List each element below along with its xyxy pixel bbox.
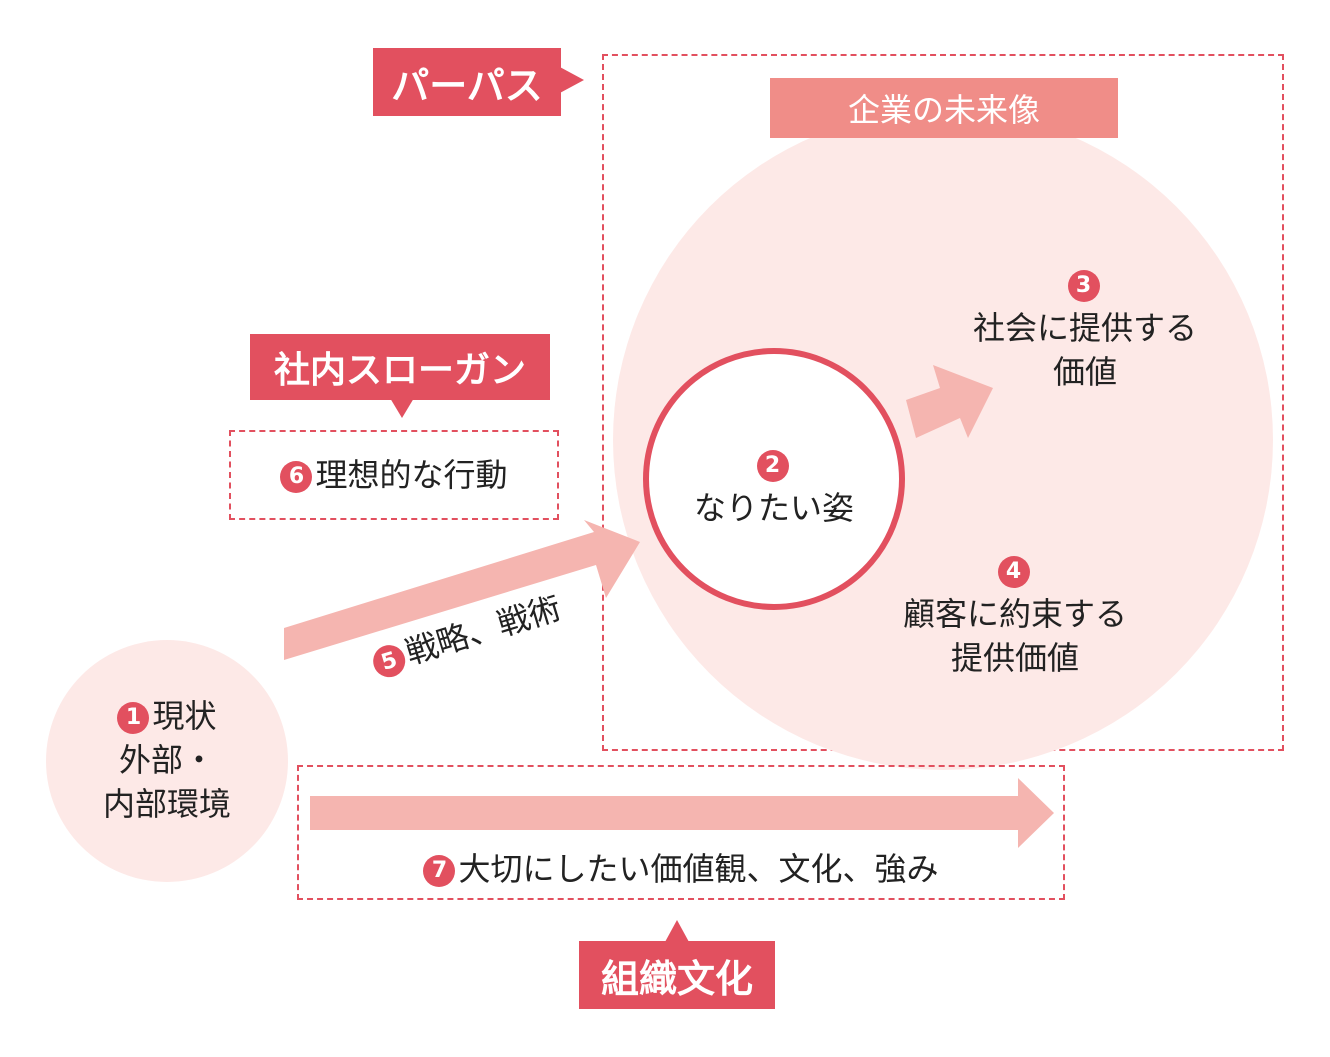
culture-arrow [310,778,1054,848]
customer-value-line1: 顧客に約束する [902,595,1127,633]
customer-value-line2: 提供価値 [950,639,1079,677]
current-line1: 現状 [152,697,217,735]
social-value-line1: 社会に提供する [972,309,1197,347]
future-image-label: 企業の未来像 [847,91,1040,129]
num-badge-7: 7 [423,855,456,887]
culture-label: 組織文化 [600,956,753,1001]
current-line3: 内部環境 [102,785,231,823]
future-image-banner: 企業の未来像 [770,78,1118,138]
social-value: 3 社会に提供する 価値 [930,262,1240,394]
ideal-state-text: 2 なりたい姿 [643,442,905,530]
ideal-state-label: なりたい姿 [693,489,854,527]
customer-value: 4 顧客に約束する 提供価値 [860,548,1170,680]
purpose-tag: パーパス [373,48,561,116]
num-badge-4: 4 [997,556,1030,588]
current-line2: 外部・ [118,741,215,779]
ideal-behavior-text: 理想的な行動 [315,456,508,494]
culture-box [297,765,1065,900]
slogan-box [229,430,559,520]
num-badge-1: 1 [117,702,150,734]
purpose-tag-pointer [558,66,584,94]
social-value-line2: 価値 [1052,353,1117,391]
num-badge-3: 3 [1067,270,1100,302]
current-state-circle [46,640,288,882]
culture-tag: 組織文化 [579,941,775,1009]
slogan-tag-pointer [390,398,414,418]
value-arrow [906,365,993,438]
num-badge-2: 2 [756,450,789,482]
slogan-tag: 社内スローガン [250,334,550,400]
culture-item-text: 大切にしたい価値観、文化、強み [458,850,939,888]
strategy-arrow [284,520,640,660]
purpose-label: パーパス [391,63,543,108]
num-badge-6: 6 [280,461,313,493]
culture-tag-pointer [665,920,689,942]
slogan-label: 社内スローガン [273,350,526,391]
